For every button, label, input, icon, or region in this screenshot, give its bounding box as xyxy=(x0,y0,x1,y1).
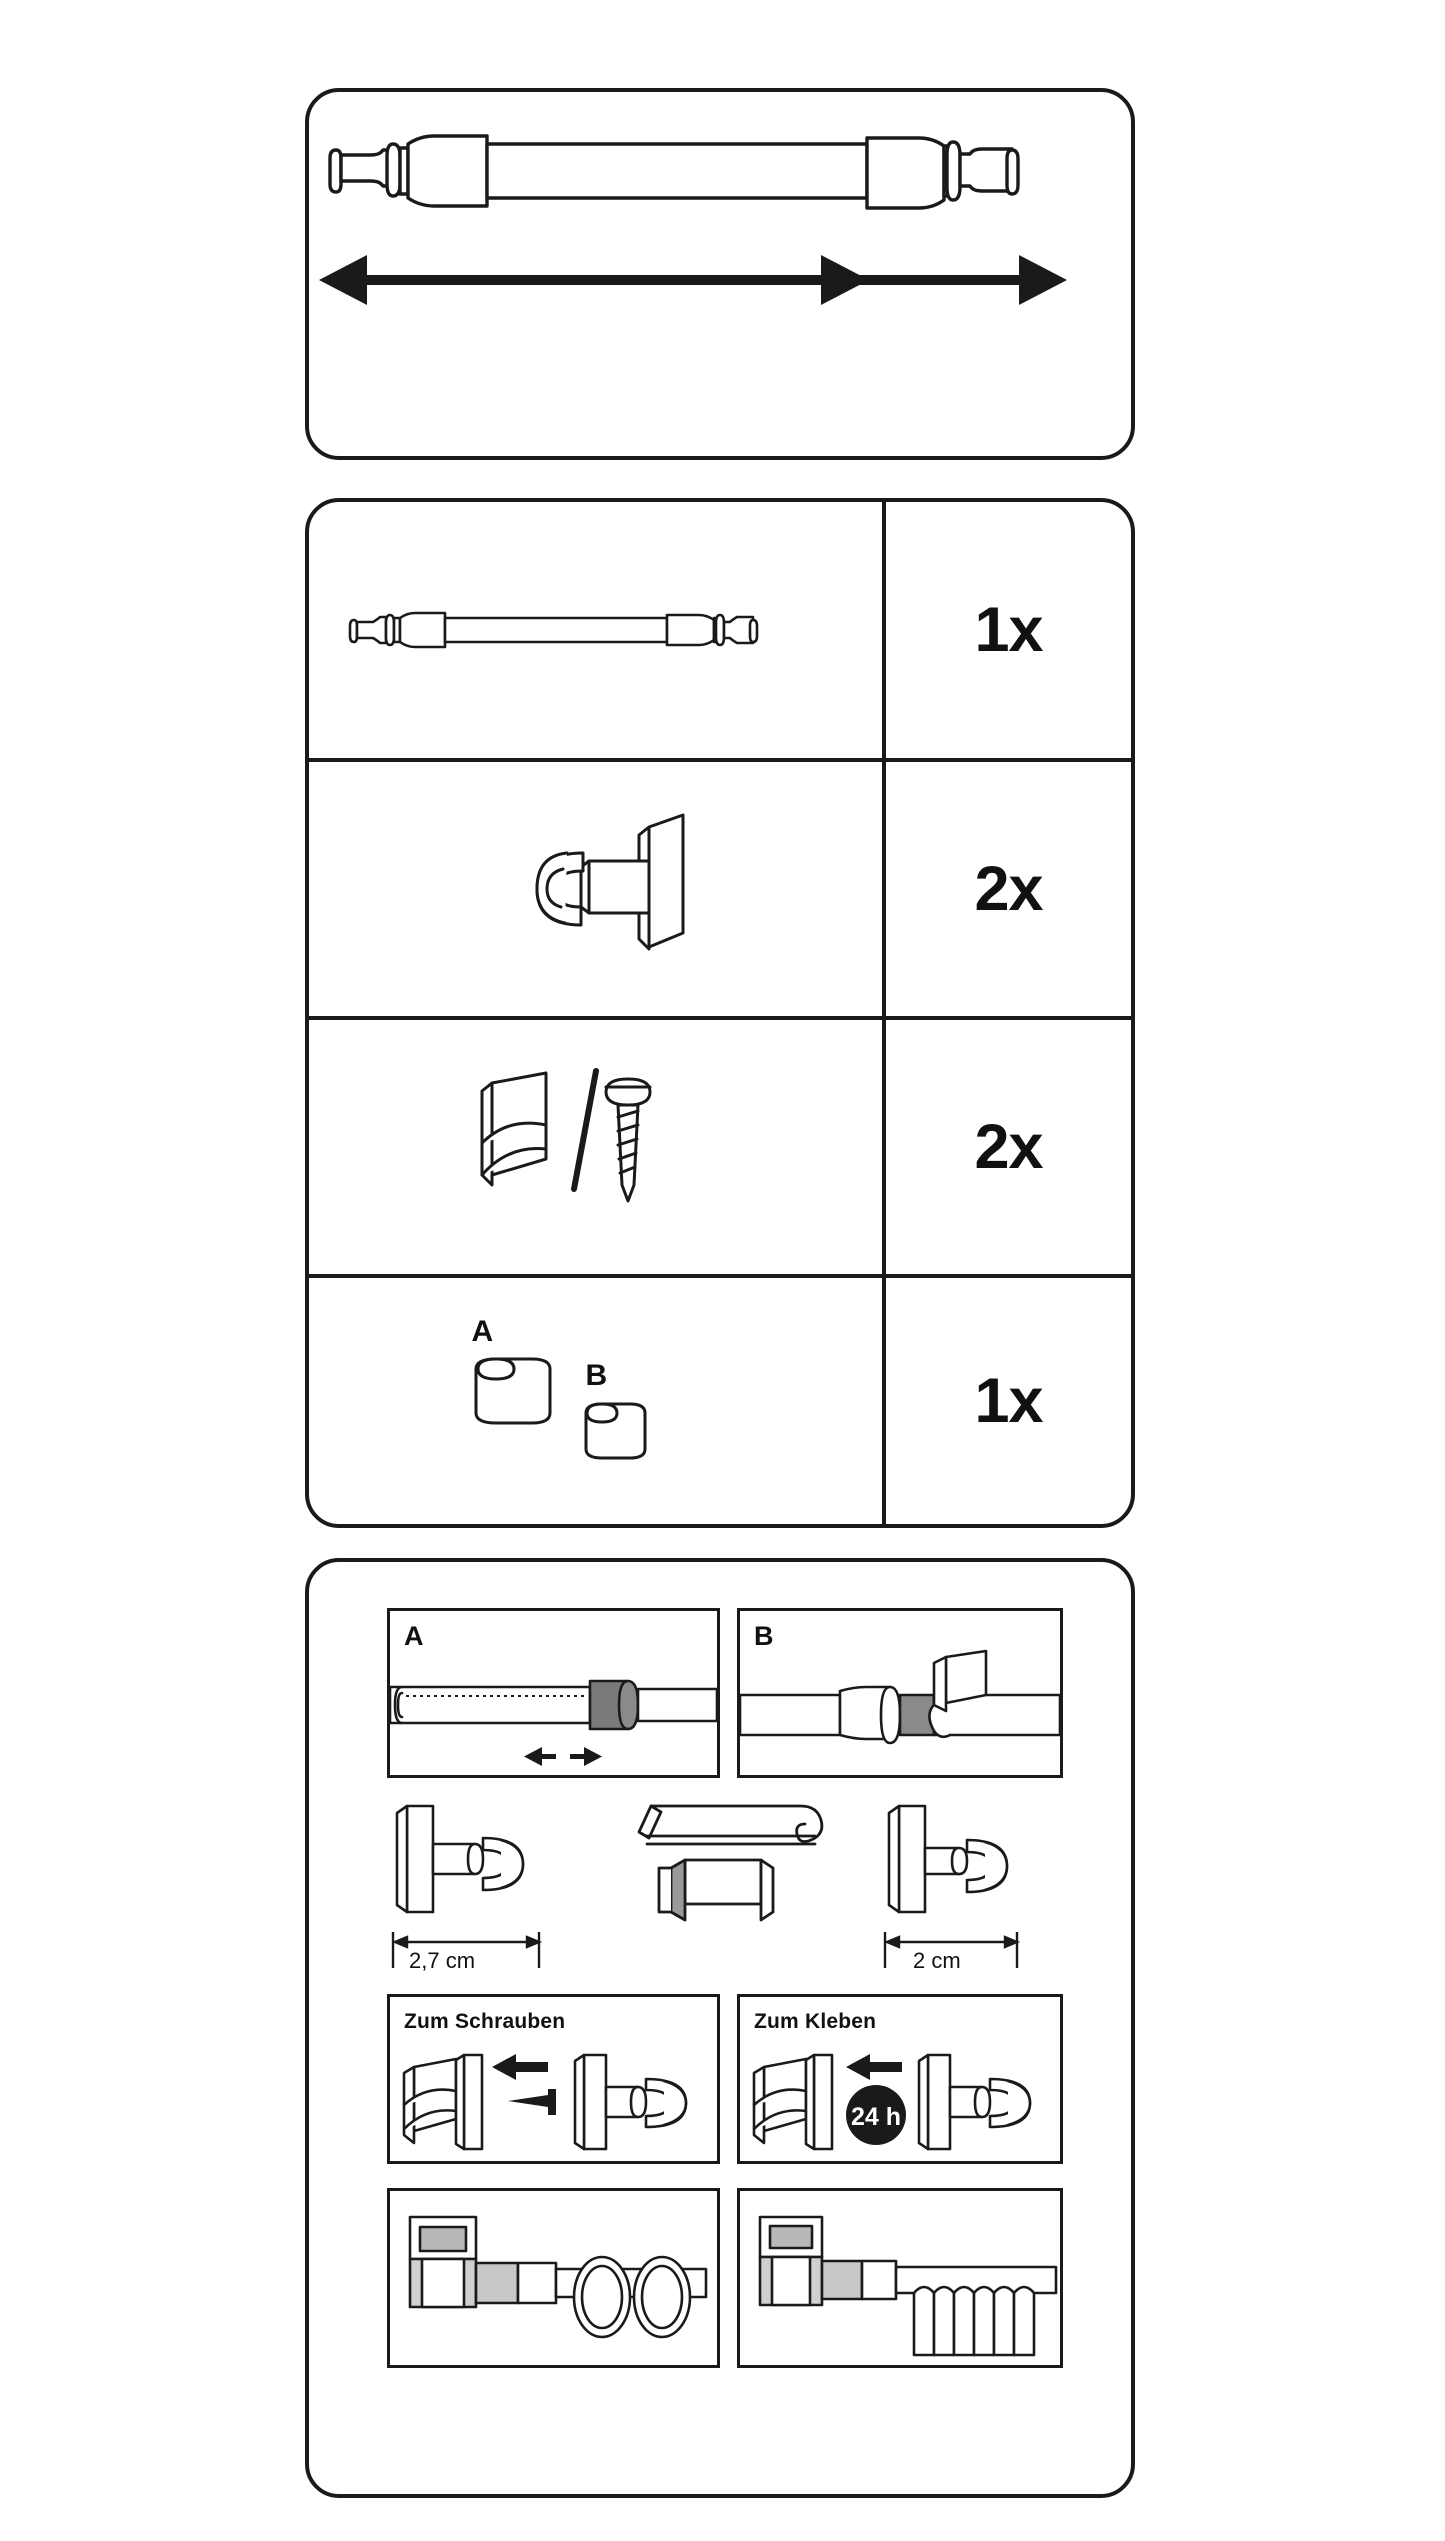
step-box-screw: Zum Schrauben xyxy=(387,1994,720,2164)
parts-qty-cell: 1x xyxy=(882,1278,1131,1524)
qty-label: 1x xyxy=(974,595,1043,665)
step-b-graphic xyxy=(738,1649,1062,1745)
dimension-right-label: 2 cm xyxy=(913,1948,961,1973)
rod-with-curtain-graphic xyxy=(758,2215,1058,2357)
rod-with-rings-graphic xyxy=(408,2215,708,2339)
step-a-label: A xyxy=(404,1621,424,1651)
step-box-b: B xyxy=(737,1608,1063,1778)
parts-row-rod: 1x xyxy=(309,502,1131,758)
qty-label: 2x xyxy=(974,854,1043,924)
extend-arrow xyxy=(319,255,1067,305)
badge-text: 24 h xyxy=(851,2103,901,2131)
adjust-arrow xyxy=(524,1747,602,1766)
result-box-curtain xyxy=(737,2188,1063,2368)
hero-panel xyxy=(305,88,1135,460)
bracket-right-graphic xyxy=(887,1804,1009,1914)
parts-row-fixings: 2x xyxy=(309,1016,1131,1274)
parts-qty-cell: 1x xyxy=(882,502,1131,758)
parts-icon-cell xyxy=(309,502,882,758)
push-arrow-left xyxy=(492,2054,548,2080)
parts-icon-cell xyxy=(309,762,882,1016)
steps-panel: A xyxy=(305,1558,1135,2498)
hacksaw-icon xyxy=(637,1804,824,1922)
qty-label: 1x xyxy=(974,1366,1043,1436)
parts-list-panel: 1x xyxy=(305,498,1135,1528)
result-box-rings xyxy=(387,2188,720,2368)
parts-row-sleeves: A B 1x xyxy=(309,1274,1131,1524)
sleeve-label-b: B xyxy=(585,1359,608,1392)
sleeve-icon xyxy=(474,1357,646,1460)
wait-24h-badge: 24 h xyxy=(846,2085,906,2145)
adhesive-and-screw-icon xyxy=(480,1068,651,1203)
bracket-icon xyxy=(535,813,684,951)
step-b-label: B xyxy=(754,1621,774,1651)
rod-icon xyxy=(348,611,758,649)
glue-caption: Zum Kleben xyxy=(754,2010,877,2033)
bracket-left-graphic xyxy=(395,1804,525,1914)
dimension-left-label: 2,7 cm xyxy=(409,1948,476,1973)
parts-qty-cell: 2x xyxy=(882,762,1131,1016)
screw-caption: Zum Schrauben xyxy=(404,2010,566,2033)
dimension-right-graphic xyxy=(883,1932,1021,1968)
push-arrow-left xyxy=(846,2054,902,2080)
step-box-glue: Zum Kleben xyxy=(737,1994,1063,2164)
parts-qty-cell: 2x xyxy=(882,1020,1131,1274)
glue-mount-graphic: 24 h xyxy=(752,2053,1032,2151)
step-a-graphic xyxy=(388,1679,719,1766)
parts-icon-cell: A B xyxy=(309,1278,882,1524)
parts-icon-cell xyxy=(309,1020,882,1274)
sleeve-label-a: A xyxy=(471,1315,494,1348)
screw-mount-graphic xyxy=(402,2053,688,2151)
step-box-a: A xyxy=(387,1608,720,1778)
qty-label: 2x xyxy=(974,1112,1043,1182)
extendable-rod-overview-graphic xyxy=(319,134,1067,305)
dimension-left-graphic xyxy=(391,1932,543,1968)
parts-row-bracket: 2x xyxy=(309,758,1131,1016)
